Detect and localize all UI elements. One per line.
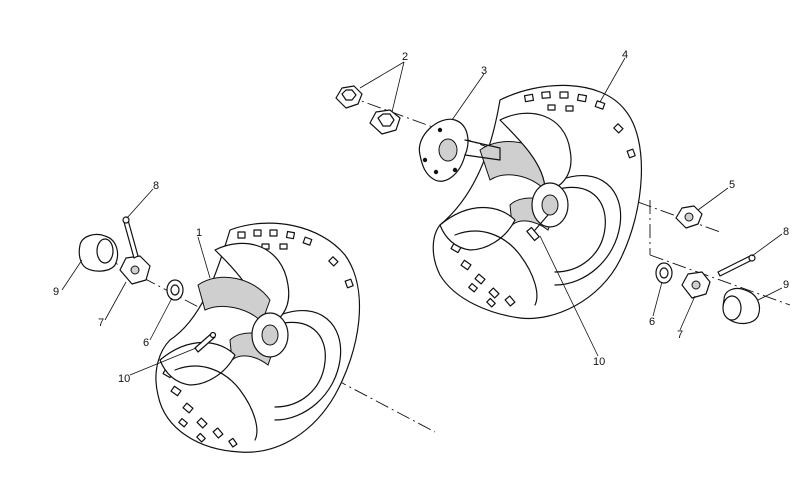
right-castle-nut [681, 271, 711, 299]
right-hub-flange [418, 118, 501, 182]
callout-6-left: 6 [143, 337, 149, 349]
left-washer [166, 279, 184, 301]
left-cotter-pin [122, 216, 139, 259]
callout-1: 1 [196, 227, 202, 239]
right-hub-nut-top [335, 85, 363, 109]
right-cotter-pin [717, 254, 756, 277]
left-wheel [155, 222, 361, 453]
left-cap [78, 233, 119, 272]
callout-3: 3 [481, 65, 487, 77]
right-tread-blocks [450, 91, 636, 308]
right-hub-nut-bottom [369, 109, 401, 135]
callout-5: 5 [729, 179, 735, 191]
callout-7-left: 7 [98, 317, 104, 329]
right-cap [722, 287, 761, 325]
callout-8: 8 [783, 226, 789, 238]
right-lower-centerline [649, 254, 791, 306]
right-washer [655, 262, 673, 284]
callout-7: 7 [677, 329, 683, 341]
callout-2: 2 [402, 51, 408, 63]
left-valve-stem [194, 331, 217, 353]
callout-9-left: 9 [53, 286, 59, 298]
leader-lines [61, 57, 783, 376]
callout-6: 6 [649, 316, 655, 328]
right-valve-stem [534, 214, 549, 231]
right-axle-nut [675, 205, 703, 229]
left-axle-centerline [99, 254, 436, 433]
callout-10-left: 10 [118, 373, 130, 385]
callout-9: 9 [783, 279, 789, 291]
right-wheel [432, 84, 643, 320]
callout-4: 4 [622, 49, 628, 61]
left-castle-nut [119, 255, 151, 285]
callout-8-left: 8 [153, 180, 159, 192]
callout-labels: 2 3 4 5 6 7 8 9 10 1 8 9 7 6 10 [53, 49, 789, 385]
callout-10: 10 [593, 356, 605, 368]
